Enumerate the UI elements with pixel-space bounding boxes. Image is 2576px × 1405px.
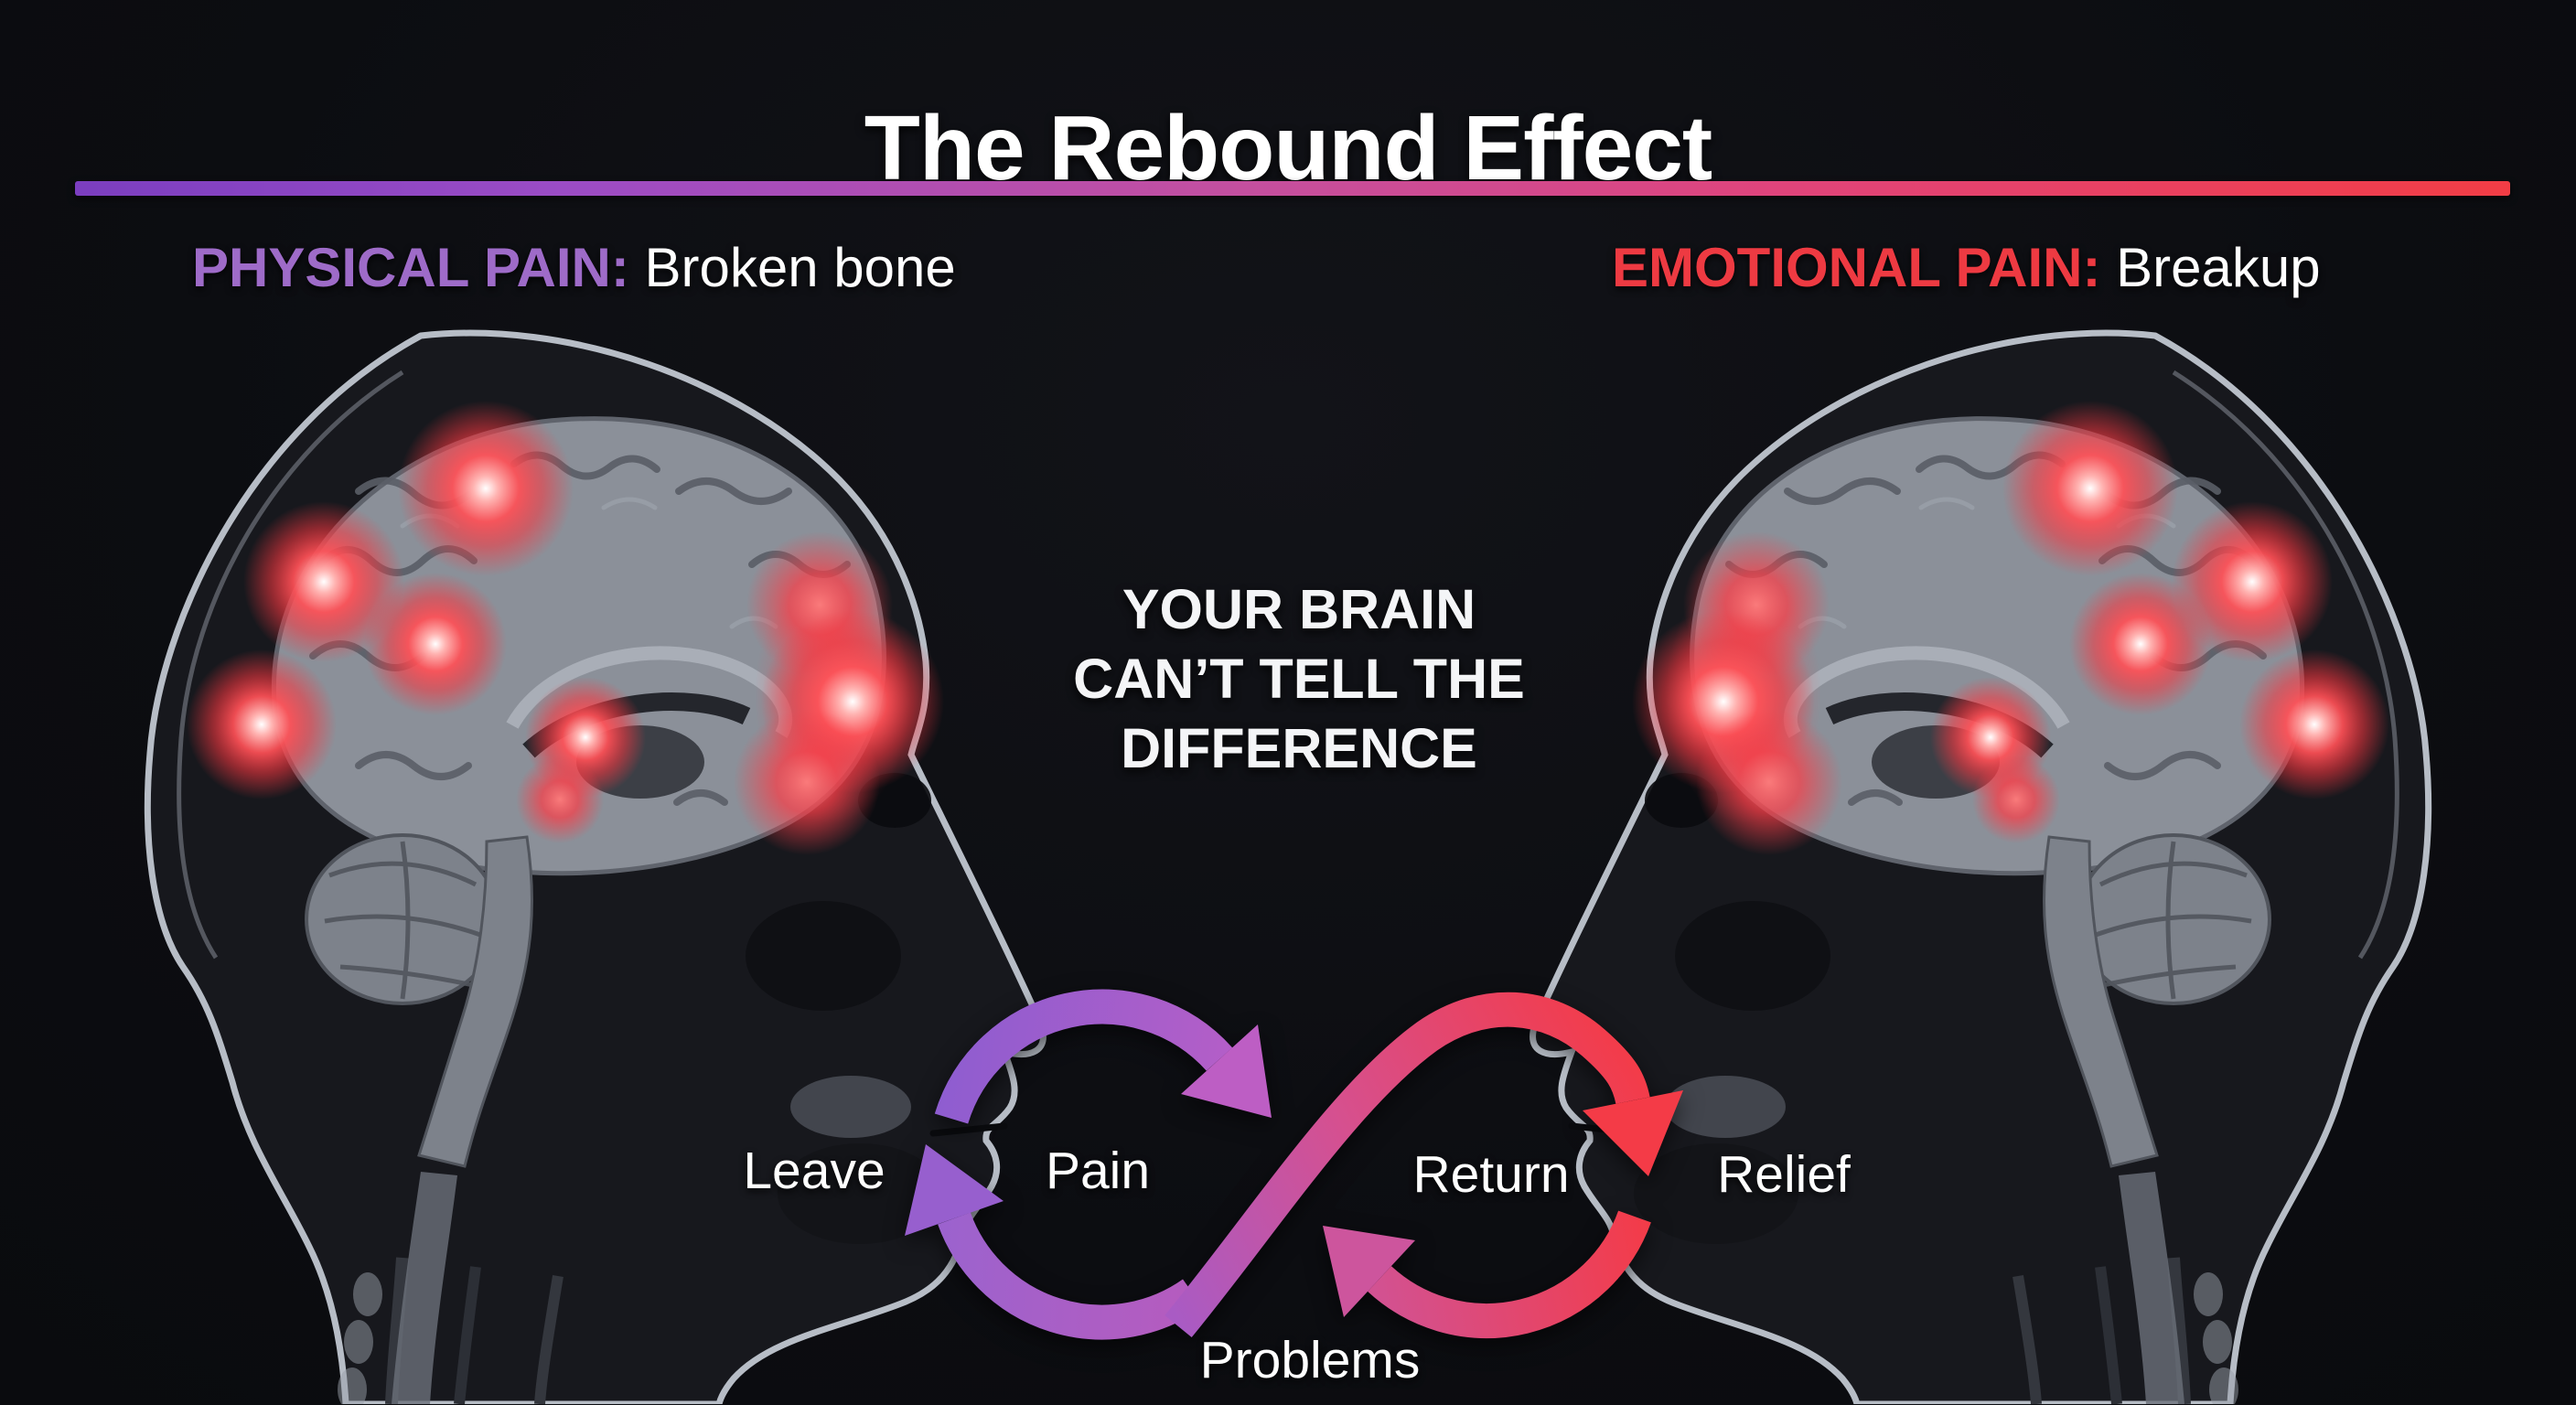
center-message: YOUR BRAIN CAN’T TELL THE DIFFERENCE xyxy=(1025,574,1573,783)
cycle-label-problems: Problems xyxy=(1199,1331,1421,1389)
cycle-arrow-left-top xyxy=(934,989,1233,1124)
physical-pain-label: PHYSICAL PAIN: Broken bone xyxy=(192,236,956,299)
physical-pain-value: Broken bone xyxy=(644,237,956,298)
title-divider-gradient-line xyxy=(75,181,2510,196)
physical-pain-accent: PHYSICAL PAIN: xyxy=(192,237,645,298)
cycle-label-leave: Leave xyxy=(743,1142,886,1200)
emotional-pain-value: Breakup xyxy=(2116,237,2321,298)
emotional-pain-label: EMOTIONAL PAIN: Breakup xyxy=(1612,236,2321,299)
cycle-label-pain: Pain xyxy=(1045,1142,1151,1200)
cycle-arrow-left-bottom xyxy=(938,1212,1203,1340)
cycle-arrowhead-right-icon xyxy=(1583,1090,1683,1176)
cycle-label-return: Return xyxy=(1412,1145,1570,1204)
rebound-cycle-diagram xyxy=(905,989,1683,1340)
emotional-pain-accent: EMOTIONAL PAIN: xyxy=(1612,237,2117,298)
center-message-line2: CAN’T TELL THE xyxy=(1073,648,1525,710)
cycle-arrowhead-left-icon xyxy=(905,1144,1004,1236)
cycle-arrow-right-bottom xyxy=(1368,1210,1651,1338)
cycle-label-relief: Relief xyxy=(1717,1145,1851,1204)
center-message-line1: YOUR BRAIN xyxy=(1122,578,1476,640)
center-message-line3: DIFFERENCE xyxy=(1121,717,1477,779)
cycle-arrow-right-top xyxy=(1165,992,1650,1338)
cycle-arrowhead-center-left-icon xyxy=(1181,1024,1272,1118)
cycle-arrowhead-center-right-icon xyxy=(1323,1226,1415,1317)
